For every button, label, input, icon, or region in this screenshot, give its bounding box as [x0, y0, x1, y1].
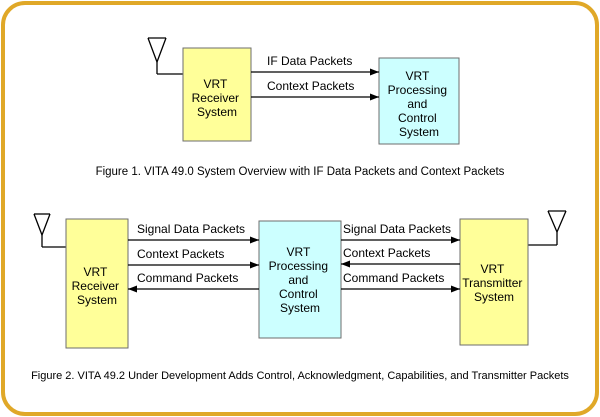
fig1-context-label: Context Packets — [267, 79, 354, 93]
fig1-if-data-label: IF Data Packets — [267, 54, 352, 68]
fig2-left-context-label: Context Packets — [137, 247, 224, 261]
antenna-icon — [147, 37, 183, 75]
fig1-receiver-box — [182, 47, 252, 142]
fig1-caption: Figure 1. VITA 49.0 System Overview with… — [96, 166, 505, 178]
fig2-transmitter-label: VRT Transmitter System — [462, 262, 526, 304]
fig2-right-signal-label: Signal Data Packets — [343, 222, 451, 236]
fig2-processing-label: VRT Processing and Control System — [269, 245, 332, 315]
fig1-processing-box — [378, 57, 460, 145]
fig2-receiver-box — [65, 218, 129, 349]
antenna-icon — [33, 213, 66, 248]
fig2-processing-box — [258, 220, 342, 339]
figure-2: VRT Receiver System VRT Processing and C… — [31, 210, 569, 382]
fig2-receiver-label: VRT Receiver System — [72, 265, 123, 307]
fig2-right-command-label: Command Packets — [343, 271, 444, 285]
fig2-transmitter-box — [459, 218, 529, 346]
fig2-left-command-label: Command Packets — [137, 271, 238, 285]
fig2-left-signal-label: Signal Data Packets — [137, 222, 245, 236]
figure-1: VRT Receiver System VRT Processing and C… — [96, 37, 505, 178]
fig2-right-context-label: Context Packets — [343, 246, 430, 260]
fig1-processing-label: VRT Processing and Control System — [388, 69, 451, 139]
antenna-icon — [528, 210, 567, 246]
fig2-caption: Figure 2. VITA 49.2 Under Development Ad… — [31, 370, 569, 382]
fig1-receiver-label: VRT Receiver System — [192, 77, 243, 119]
